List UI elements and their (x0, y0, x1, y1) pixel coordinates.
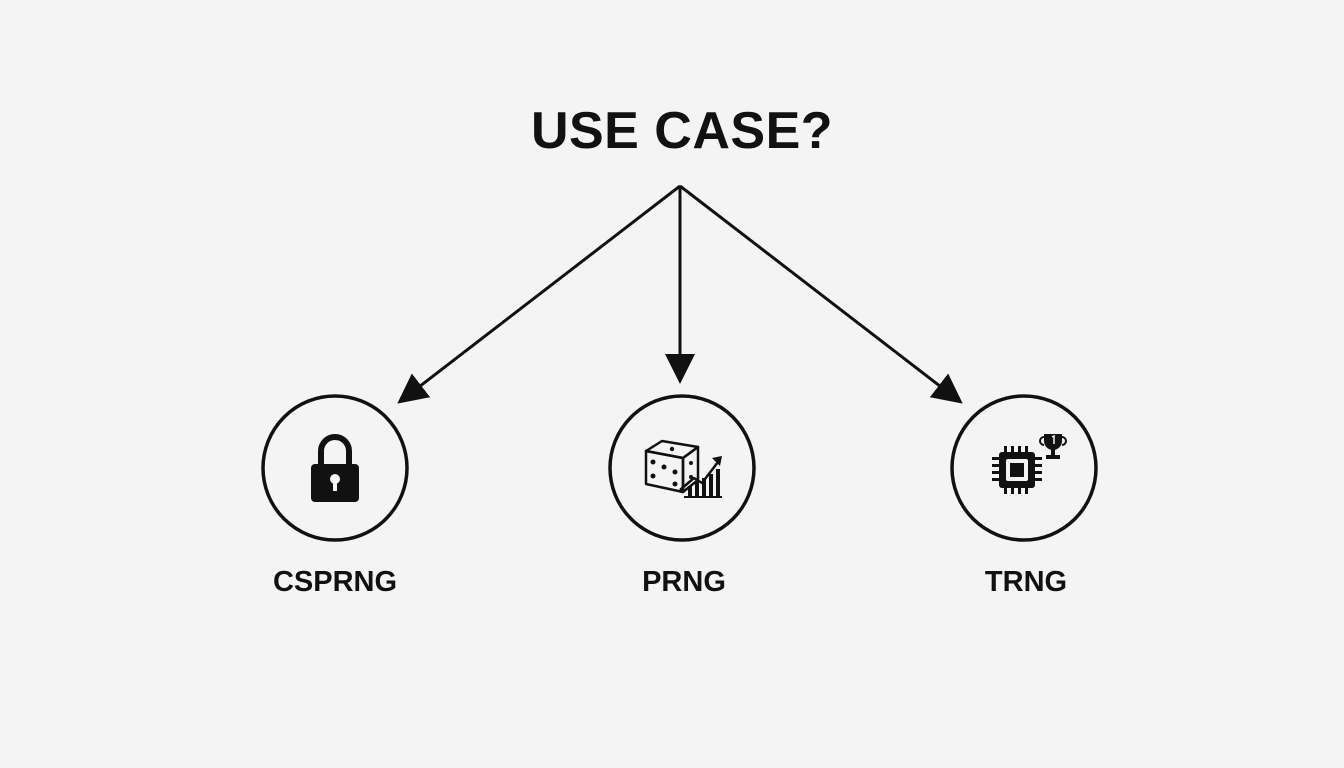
dice-growth-chart-icon (644, 439, 722, 498)
diagram-title: USE CASE? (530, 102, 834, 160)
arrow-to-trng (679, 184, 963, 404)
node-circle-trng (950, 394, 1098, 542)
arrow-to-csprng (397, 184, 681, 404)
node-trng (950, 394, 1098, 542)
node-csprng (261, 394, 409, 542)
node-prng (608, 394, 756, 542)
node-circle-csprng (261, 394, 409, 542)
chip-trophy-icon (992, 434, 1067, 494)
node-circle-prng (608, 394, 756, 542)
node-label-trng: TRNG (984, 566, 1068, 598)
lock-icon (311, 434, 359, 502)
node-label-csprng: CSPRNG (272, 566, 398, 598)
node-label-prng: PRNG (642, 566, 726, 598)
arrows (397, 184, 963, 404)
